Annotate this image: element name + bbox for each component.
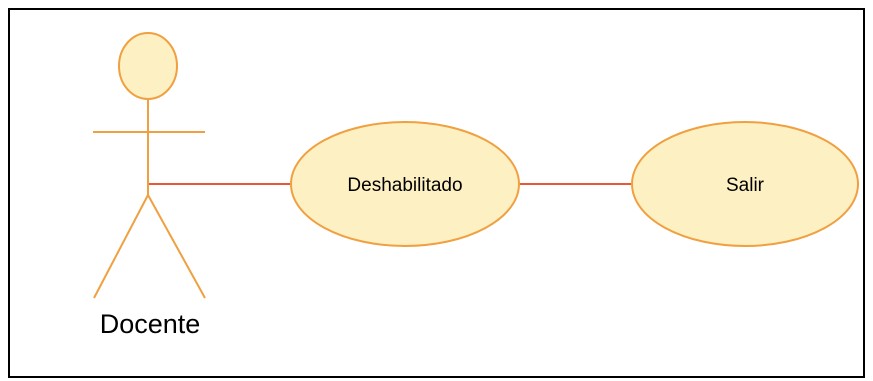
diagram-frame (8, 8, 865, 378)
actor-label: Docente (100, 309, 201, 339)
actor-head (118, 32, 178, 100)
actor-figure (93, 32, 206, 299)
use-case-salir: Salir (631, 121, 859, 247)
use-case-deshabilitado-ellipse (290, 121, 520, 247)
use-case-deshabilitado-label: Deshabilitado (347, 175, 462, 196)
use-case-salir-label: Salir (726, 175, 765, 196)
use-case-salir-ellipse (631, 121, 859, 247)
actor-left-leg (93, 194, 149, 299)
use-case-deshabilitado: Deshabilitado (290, 121, 520, 247)
actor-right-leg (147, 194, 206, 299)
